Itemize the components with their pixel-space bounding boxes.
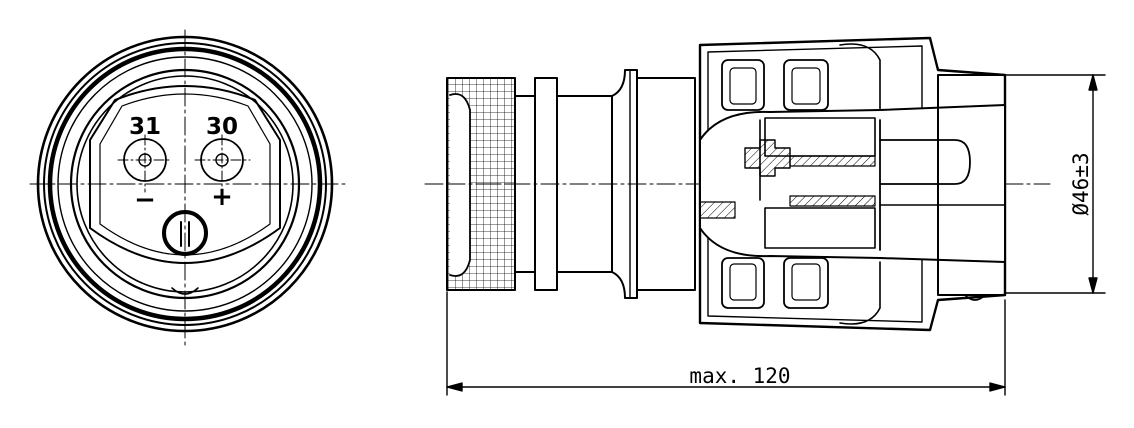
front-view: 31 30 − + — [29, 29, 346, 349]
knurled-cap — [446, 77, 516, 291]
side-view: max. 120 Ø46±3 — [424, 36, 1106, 396]
pin-31-number: 31 — [129, 114, 161, 140]
diameter-dimension — [1004, 74, 1106, 294]
pin-30 — [194, 134, 251, 189]
pin-31 — [117, 134, 173, 193]
rear-sleeve — [937, 74, 1006, 301]
diameter-dimension-label: Ø46±3 — [1069, 152, 1093, 215]
length-dimension — [446, 291, 1006, 396]
outer-rings — [36, 35, 334, 333]
body-tube — [636, 77, 696, 291]
insert-face — [89, 85, 281, 264]
insert-face-inner — [99, 93, 271, 256]
pin-30-number: 30 — [206, 114, 238, 140]
cutaway-section — [699, 104, 1006, 263]
coding-key — [162, 210, 208, 295]
length-dimension-label: max. 120 — [689, 364, 790, 388]
pin-31-polarity: − — [134, 185, 156, 215]
pin-30-polarity: + — [211, 182, 233, 212]
